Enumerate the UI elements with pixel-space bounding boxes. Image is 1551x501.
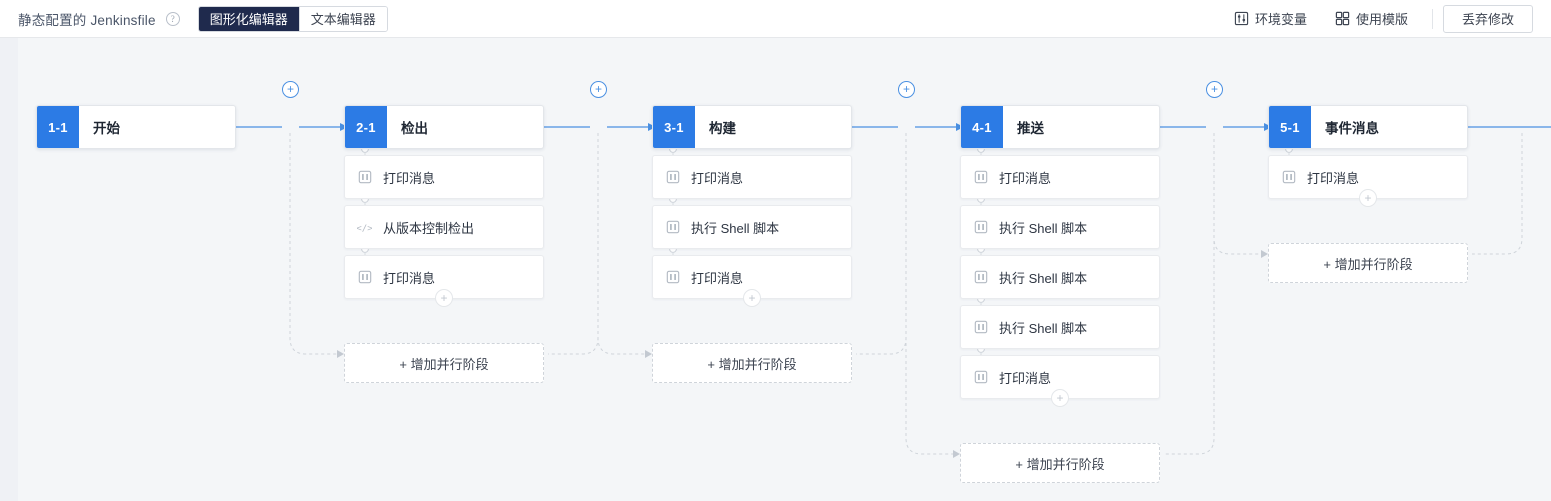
use-template-label: 使用模版 <box>1355 12 1408 27</box>
step-label: 执行 Shell 脚本 <box>691 220 780 236</box>
add-step-button[interactable]: + <box>743 289 761 307</box>
print-message-icon <box>1281 170 1296 185</box>
stage-column-4: 4-1 推送 打印消息 执行 Shell 脚本 执行 Shell 脚本 <box>960 105 1160 483</box>
stage-title: 事件消息 <box>1325 121 1379 136</box>
add-parallel-stage-button[interactable]: + 增加并行阶段 <box>344 343 544 383</box>
stage-badge: 1-1 <box>37 106 79 148</box>
add-parallel-stage-button[interactable]: + 增加并行阶段 <box>960 443 1160 483</box>
toolbar-divider <box>1431 8 1433 29</box>
stage-badge: 2-1 <box>345 106 387 148</box>
step-label: 执行 Shell 脚本 <box>999 320 1088 336</box>
stage-title: 构建 <box>709 121 736 136</box>
add-stage-button-3[interactable]: + <box>898 81 915 98</box>
step-label: 打印消息 <box>999 370 1052 386</box>
toolbar-right-group: 环境变量 使用模版 丢弃修改 <box>1220 0 1551 37</box>
stage-column-2: 2-1 检出 打印消息 </> 从版本控制检出 打印消息 + <box>344 105 544 383</box>
print-message-icon <box>357 170 372 185</box>
stage-column-1: 1-1 开始 <box>36 105 236 149</box>
print-message-icon <box>973 220 988 235</box>
step-list: 打印消息 执行 Shell 脚本 打印消息 + <box>652 155 852 307</box>
add-stage-button-2[interactable]: + <box>590 81 607 98</box>
print-message-icon <box>357 270 372 285</box>
stage-title: 开始 <box>93 121 120 136</box>
step-card[interactable]: 打印消息 <box>652 155 852 199</box>
add-step-button[interactable]: + <box>435 289 453 307</box>
step-label: 从版本控制检出 <box>383 220 475 236</box>
step-list: 打印消息 + <box>1268 155 1468 207</box>
add-parallel-stage-button[interactable]: + 增加并行阶段 <box>1268 243 1468 283</box>
step-card[interactable]: 打印消息 + <box>344 255 544 307</box>
top-toolbar: 静态配置的 Jenkinsfile ? 图形化编辑器 文本编辑器 环境变量 <box>0 0 1551 38</box>
step-card[interactable]: 执行 Shell 脚本 <box>960 305 1160 349</box>
stage-column-3: 3-1 构建 打印消息 执行 Shell 脚本 打印消息 + <box>652 105 852 383</box>
step-label: 打印消息 <box>999 170 1052 186</box>
step-label: 打印消息 <box>691 170 744 186</box>
step-list: 打印消息 </> 从版本控制检出 打印消息 + <box>344 155 544 307</box>
step-label: 打印消息 <box>1307 170 1360 186</box>
stage-badge: 3-1 <box>653 106 695 148</box>
step-card[interactable]: 打印消息 + <box>960 355 1160 407</box>
step-list: 打印消息 执行 Shell 脚本 执行 Shell 脚本 执行 Shell 脚本 <box>960 155 1160 407</box>
stage-node-1[interactable]: 1-1 开始 <box>36 105 236 149</box>
grid-icon <box>1335 11 1350 26</box>
step-card[interactable]: 打印消息 + <box>1268 155 1468 207</box>
canvas-left-gutter <box>0 38 18 501</box>
print-message-icon <box>665 220 680 235</box>
add-step-button[interactable]: + <box>1051 389 1069 407</box>
step-label: 执行 Shell 脚本 <box>999 270 1088 286</box>
tab-text-editor[interactable]: 文本编辑器 <box>299 6 387 31</box>
editor-mode-tabs: 图形化编辑器 文本编辑器 <box>197 5 388 32</box>
step-label: 执行 Shell 脚本 <box>999 220 1088 236</box>
tab-graphical-editor[interactable]: 图形化编辑器 <box>198 6 300 31</box>
add-stage-button-4[interactable]: + <box>1206 81 1223 98</box>
stage-badge: 4-1 <box>961 106 1003 148</box>
step-card[interactable]: </> 从版本控制检出 <box>344 205 544 249</box>
step-label: 打印消息 <box>691 270 744 286</box>
question-circle-icon[interactable]: ? <box>165 11 180 26</box>
stage-title: 检出 <box>401 121 428 136</box>
code-brackets-icon: </> <box>357 220 372 235</box>
print-message-icon <box>973 270 988 285</box>
step-card[interactable]: 执行 Shell 脚本 <box>960 255 1160 299</box>
discard-changes-button[interactable]: 丢弃修改 <box>1442 4 1533 33</box>
print-message-icon <box>665 170 680 185</box>
print-message-icon <box>973 320 988 335</box>
toolbar-left-group: 静态配置的 Jenkinsfile ? 图形化编辑器 文本编辑器 <box>0 5 388 32</box>
stage-column-5: 5-1 事件消息 打印消息 + + 增加并行阶段 <box>1268 105 1468 283</box>
step-label: 打印消息 <box>383 270 436 286</box>
stage-node-4[interactable]: 4-1 推送 <box>960 105 1160 149</box>
stage-node-3[interactable]: 3-1 构建 <box>652 105 852 149</box>
stage-node-5[interactable]: 5-1 事件消息 <box>1268 105 1468 149</box>
step-card[interactable]: 打印消息 <box>960 155 1160 199</box>
env-variables-button[interactable]: 环境变量 <box>1220 6 1321 32</box>
add-step-button[interactable]: + <box>1359 189 1377 207</box>
step-label: 打印消息 <box>383 170 436 186</box>
add-parallel-stage-button[interactable]: + 增加并行阶段 <box>652 343 852 383</box>
use-template-button[interactable]: 使用模版 <box>1321 6 1422 32</box>
pipeline-canvas[interactable]: 1-1 开始 2-1 检出 打印消息 </> 从版本控制检出 <box>0 38 1551 501</box>
step-card[interactable]: 执行 Shell 脚本 <box>652 205 852 249</box>
add-stage-button-1[interactable]: + <box>282 81 299 98</box>
page-title: 静态配置的 Jenkinsfile <box>18 12 156 28</box>
step-card[interactable]: 打印消息 + <box>652 255 852 307</box>
stage-badge: 5-1 <box>1269 106 1311 148</box>
sliders-icon <box>1234 11 1249 26</box>
step-card[interactable]: 执行 Shell 脚本 <box>960 205 1160 249</box>
stage-node-2[interactable]: 2-1 检出 <box>344 105 544 149</box>
env-variables-label: 环境变量 <box>1254 12 1307 27</box>
print-message-icon <box>973 170 988 185</box>
print-message-icon <box>973 370 988 385</box>
stage-title: 推送 <box>1017 121 1044 136</box>
step-card[interactable]: 打印消息 <box>344 155 544 199</box>
print-message-icon <box>665 270 680 285</box>
svg-text:</>: </> <box>357 222 372 233</box>
